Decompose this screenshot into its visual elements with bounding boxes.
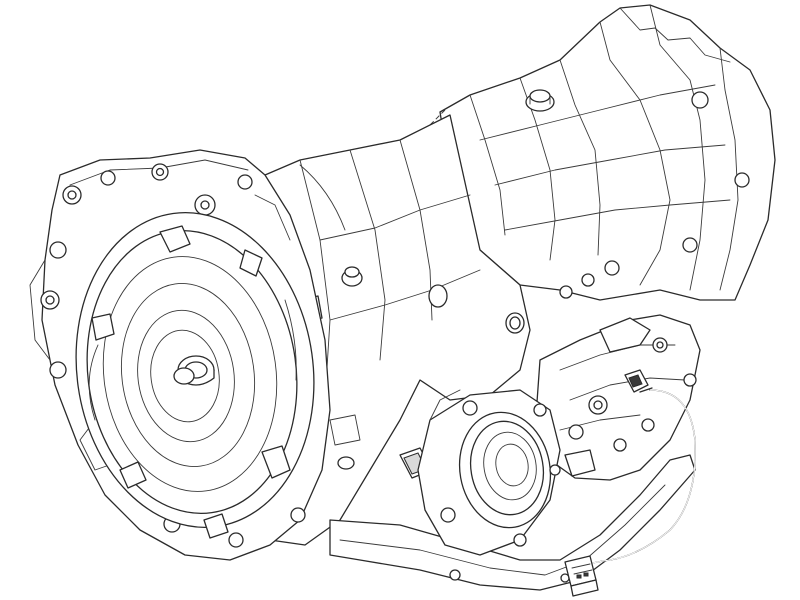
output-flange [417,389,561,556]
valve-body-side-unit [534,314,701,481]
filler-plug [525,89,555,112]
extension-housing [399,4,776,301]
electrical-connector [564,555,599,597]
wiring-harness [584,387,696,566]
torque-converter [75,212,315,539]
